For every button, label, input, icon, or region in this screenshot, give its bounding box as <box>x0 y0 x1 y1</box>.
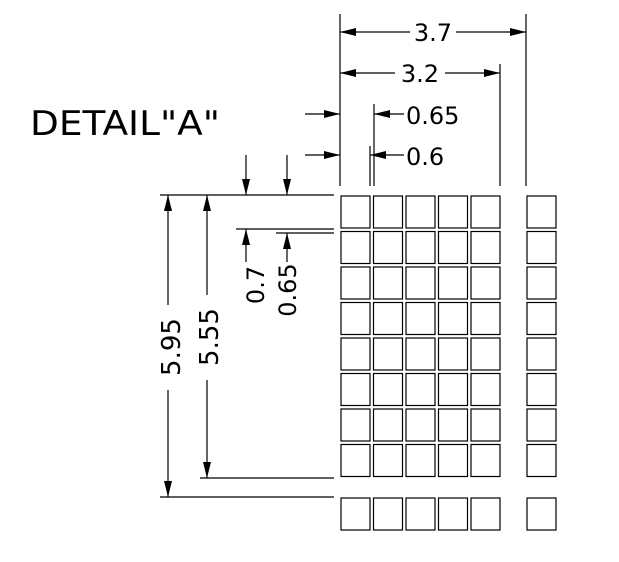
dot-cell <box>526 195 557 229</box>
dim-pitch-height: 5.55 <box>195 195 334 479</box>
arrowhead <box>242 179 250 195</box>
dot-cell <box>405 301 436 336</box>
dim-dot-width: 0.6 <box>305 143 444 186</box>
arrowhead <box>164 195 172 211</box>
arrowhead <box>370 151 386 159</box>
detail-title: DETAIL"A" <box>30 104 220 144</box>
dot-cell <box>340 266 371 300</box>
label-pitch-height: 5.55 <box>195 308 225 366</box>
dot-cell <box>470 195 501 229</box>
dot-cell <box>405 408 436 442</box>
dot-cell <box>340 195 371 229</box>
dot-cell <box>470 230 501 265</box>
dot-cell <box>470 497 501 531</box>
dot-cell <box>340 301 371 336</box>
dot-cell <box>340 230 371 265</box>
arrowhead <box>203 195 211 211</box>
dot-cell <box>470 266 501 300</box>
dot-cell <box>526 372 557 407</box>
dot-cell <box>437 195 469 229</box>
dot-cell <box>372 337 404 371</box>
dot-cell <box>405 443 436 478</box>
label-dot-height: 0.65 <box>274 263 302 316</box>
label-pitch-width: 3.2 <box>401 60 439 88</box>
dot-cell <box>437 408 469 442</box>
dim-pitch-width: 3.2 <box>340 60 501 186</box>
dot-cell <box>437 372 469 407</box>
dot-cell <box>437 266 469 300</box>
dot-cell <box>526 230 557 265</box>
dot-cell <box>526 266 557 300</box>
arrowhead <box>484 69 500 77</box>
dot-cell <box>470 408 501 442</box>
dot-cell <box>405 230 436 265</box>
arrowhead <box>242 229 250 245</box>
dot-cell <box>372 372 404 407</box>
dim-overall-height: 5.95 <box>157 194 334 498</box>
dot-cell <box>405 195 436 229</box>
dot-cell <box>470 443 501 478</box>
dot-cell <box>340 443 371 478</box>
dot-cell <box>526 408 557 442</box>
arrowhead <box>283 233 291 249</box>
arrowhead <box>374 110 390 118</box>
dot-cell <box>470 372 501 407</box>
dot-cell <box>340 497 371 531</box>
dot-cell <box>405 372 436 407</box>
arrowhead <box>324 110 340 118</box>
label-pitch-x: 0.65 <box>406 102 459 130</box>
label-dot-width: 0.6 <box>406 143 444 171</box>
dot-cell <box>437 301 469 336</box>
dim-pitch-y: 0.7 <box>236 155 334 304</box>
dot-cell <box>437 337 469 371</box>
dot-cell <box>372 230 404 265</box>
dot-cell <box>372 497 404 531</box>
label-overall-height: 5.95 <box>157 318 187 376</box>
dot-cell <box>526 443 557 478</box>
dot-cell <box>437 230 469 265</box>
dot-cell <box>372 266 404 300</box>
arrowhead <box>164 481 172 497</box>
arrowhead <box>340 28 356 36</box>
dim-overall-width: 3.7 <box>339 14 527 186</box>
arrowhead <box>510 28 526 36</box>
dim-pitch-x: 0.65 <box>305 102 459 186</box>
dot-cell <box>372 301 404 336</box>
dot-matrix-grid <box>340 195 557 531</box>
dot-cell <box>470 337 501 371</box>
label-pitch-y: 0.7 <box>242 266 270 304</box>
dot-cell <box>470 301 501 336</box>
dot-cell <box>372 195 404 229</box>
arrowhead <box>340 69 356 77</box>
dot-cell <box>526 337 557 371</box>
dot-cell <box>437 497 469 531</box>
dot-cell <box>340 408 371 442</box>
dim-dot-height: 0.65 <box>274 155 334 317</box>
arrowhead <box>203 462 211 478</box>
dot-cell <box>340 337 371 371</box>
dot-cell <box>372 408 404 442</box>
dot-cell <box>372 443 404 478</box>
arrowhead <box>324 151 340 159</box>
dot-cell <box>437 443 469 478</box>
dot-cell <box>526 301 557 336</box>
dot-cell <box>405 497 436 531</box>
dot-cell <box>526 497 557 531</box>
dot-cell <box>405 337 436 371</box>
label-overall-width: 3.7 <box>414 19 452 47</box>
dot-cell <box>405 266 436 300</box>
dot-cell <box>340 372 371 407</box>
arrowhead <box>283 179 291 195</box>
